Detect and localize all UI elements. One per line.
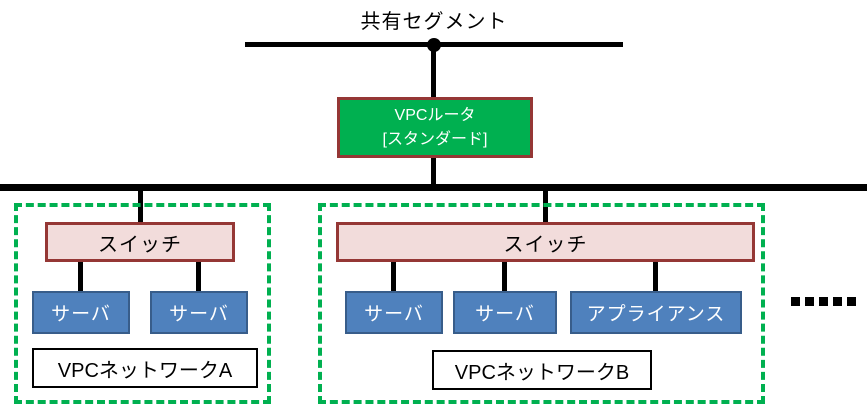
connector-router-to-trunk <box>431 158 436 184</box>
ellipsis-dot <box>847 297 856 306</box>
connector-switch-b-appliance <box>653 262 658 291</box>
network-b-server-2: サーバ <box>453 291 557 334</box>
connector-switch-b-server-2 <box>502 262 507 291</box>
network-b-switch: スイッチ <box>336 222 755 262</box>
network-b-label: VPCネットワークB <box>432 350 652 390</box>
vpc-router-box: VPCルータ [スタンダード] <box>337 97 533 158</box>
vpc-router-name: VPCルータ <box>394 107 476 125</box>
network-a-switch: スイッチ <box>45 222 235 262</box>
network-a-label: VPCネットワークA <box>32 348 258 388</box>
connector-switch-b-server-1 <box>391 262 396 291</box>
vpc-router-plan: [スタンダード] <box>382 130 488 148</box>
network-b-appliance: アプライアンス <box>570 291 742 334</box>
connector-switch-a-server-2 <box>196 262 201 291</box>
network-b-server-1: サーバ <box>345 291 443 334</box>
connector-segment-to-router <box>431 45 436 97</box>
trunk-line <box>0 184 867 191</box>
more-networks-ellipsis-icon <box>791 297 856 306</box>
ellipsis-dot <box>805 297 814 306</box>
ellipsis-dot <box>791 297 800 306</box>
network-a-server-1: サーバ <box>32 291 130 334</box>
connector-switch-a-server-1 <box>78 262 83 291</box>
network-b-frame <box>318 203 765 404</box>
ellipsis-dot <box>833 297 842 306</box>
network-a-server-2: サーバ <box>150 291 248 334</box>
ellipsis-dot <box>819 297 828 306</box>
network-a-frame <box>14 203 271 404</box>
shared-segment-title: 共有セグメント <box>360 10 508 33</box>
